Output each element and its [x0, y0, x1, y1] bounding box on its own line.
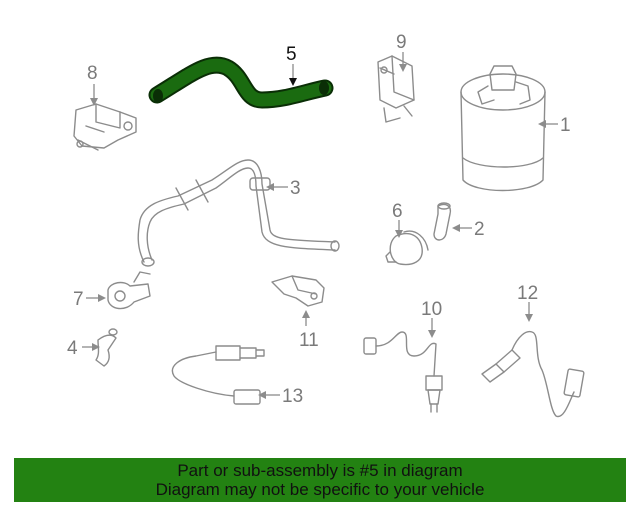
part-12-oxygen-sensor[interactable]	[481, 330, 585, 418]
part-6-filter[interactable]	[385, 230, 429, 266]
callout-5: 5	[286, 44, 297, 65]
callout-11: 11	[299, 330, 319, 351]
part-4-elbow-hose[interactable]	[95, 328, 118, 367]
callout-10: 10	[421, 299, 442, 320]
notice-line-2: Diagram may not be specific to your vehi…	[155, 480, 485, 499]
part-5-hose[interactable]	[148, 56, 334, 109]
callout-1: 1	[560, 115, 571, 136]
notice-line-1: Part or sub-assembly is #5 in diagram	[177, 461, 463, 480]
callout-8: 8	[87, 63, 98, 84]
part-8-sensor[interactable]	[73, 103, 137, 151]
part-9-valve[interactable]	[377, 55, 415, 123]
callout-9: 9	[396, 32, 407, 53]
part-3-hose-assembly[interactable]	[137, 159, 340, 267]
diagram-notice-banner: Part or sub-assembly is #5 in diagram Di…	[14, 458, 626, 502]
part-7-fitting[interactable]	[107, 271, 151, 310]
callout-2: 2	[474, 219, 485, 240]
callout-12: 12	[517, 283, 538, 304]
part-11-bracket[interactable]	[271, 275, 325, 307]
callout-6: 6	[392, 201, 403, 222]
part-2-small-hose[interactable]	[433, 202, 452, 241]
part-1-canister[interactable]	[460, 65, 546, 192]
part-10-oxygen-sensor[interactable]	[363, 331, 443, 413]
part-13-oxygen-sensor[interactable]	[171, 345, 265, 405]
callout-13: 13	[282, 386, 303, 407]
callout-7: 7	[73, 289, 84, 310]
parts-diagram: 5 8 9 1 3	[67, 32, 585, 418]
callout-3: 3	[290, 178, 301, 199]
callout-4: 4	[67, 338, 78, 359]
